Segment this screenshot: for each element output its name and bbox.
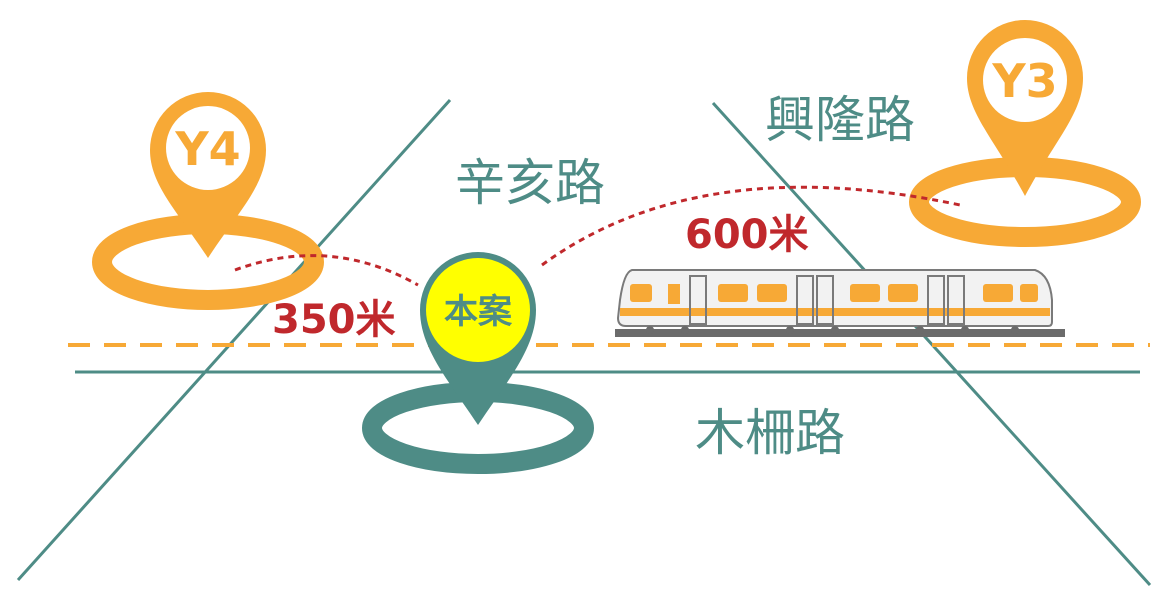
train-window xyxy=(668,284,680,304)
train-wheel xyxy=(681,326,689,334)
station-y3-marker[interactable]: Y3 xyxy=(909,20,1141,247)
train-door xyxy=(796,275,814,325)
site-marker[interactable]: 本案 xyxy=(362,252,594,474)
train-wheel xyxy=(916,326,924,334)
train-window xyxy=(983,284,1013,302)
train-stripe xyxy=(620,308,1050,316)
train-door xyxy=(816,275,834,325)
y3-pin-center xyxy=(983,38,1067,122)
distance-arcs xyxy=(234,185,961,287)
y3-label: Y3 xyxy=(991,54,1057,108)
road-label-muzha: 木柵路 xyxy=(695,404,845,462)
distance-to-y4: 350米 xyxy=(272,297,396,343)
y4-label: Y4 xyxy=(174,122,240,176)
road-label-xinglong: 興隆路 xyxy=(765,91,915,149)
site-pin-highlight xyxy=(426,258,530,362)
diagonal-road-right xyxy=(711,101,1152,587)
train-wheel xyxy=(786,326,794,334)
train-wheel xyxy=(646,326,654,334)
train-window xyxy=(757,284,787,302)
distance-to-y3: 600米 xyxy=(685,212,809,258)
train-window xyxy=(718,284,748,302)
station-y4-marker[interactable]: Y4 xyxy=(92,92,324,310)
road-label-xinhai: 辛亥路 xyxy=(455,154,605,212)
arc-to-y4 xyxy=(234,254,419,287)
train-window xyxy=(850,284,880,302)
road-lines xyxy=(16,98,1152,587)
train-door xyxy=(947,275,965,325)
train-wheel xyxy=(831,326,839,334)
y4-pin-center xyxy=(166,106,250,190)
train-window xyxy=(888,284,918,302)
site-label: 本案 xyxy=(444,292,513,332)
train-wheel xyxy=(1011,326,1019,334)
train-track xyxy=(615,329,1065,337)
diagonal-road-left xyxy=(16,98,452,582)
train-door xyxy=(689,275,707,325)
train-window xyxy=(1020,284,1038,302)
arc-to-y3 xyxy=(541,185,961,267)
train-icon xyxy=(615,269,1065,337)
train-window xyxy=(630,284,652,302)
train-wheel xyxy=(961,326,969,334)
train-door xyxy=(927,275,945,325)
